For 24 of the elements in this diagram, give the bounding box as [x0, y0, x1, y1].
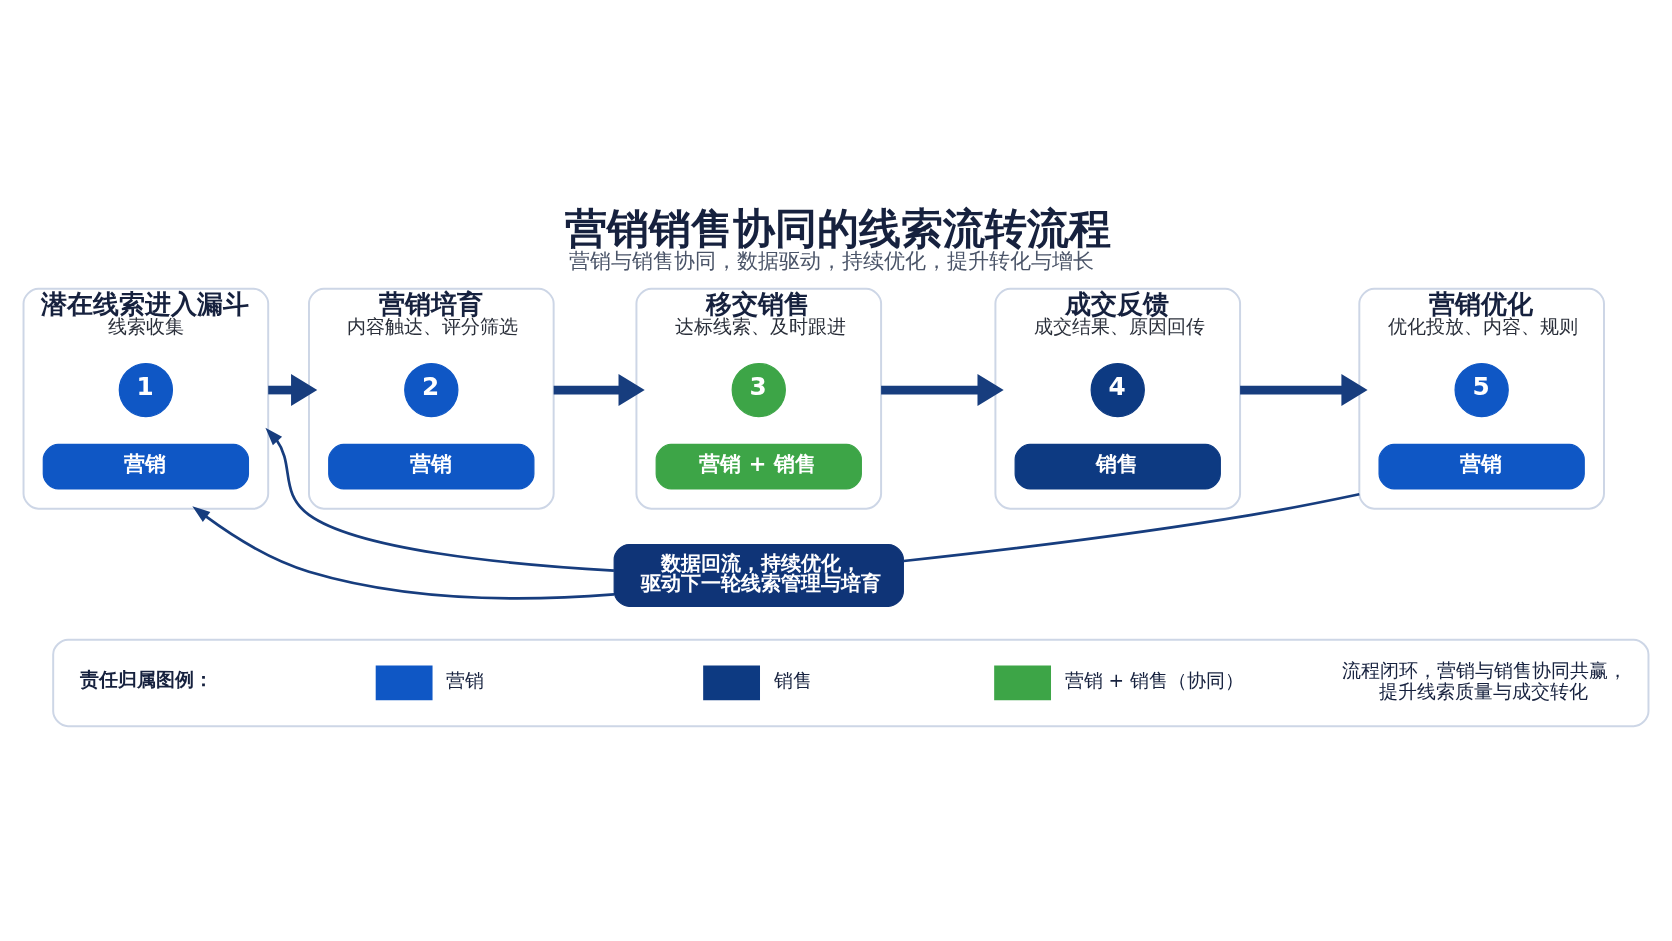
arrow — [553, 373, 645, 406]
node-box: 营销 + 销售 — [655, 443, 862, 490]
node-circle: 4 — [1090, 362, 1145, 417]
node-box — [52, 638, 1650, 727]
arrow — [265, 427, 614, 572]
node-circle: 1 — [118, 362, 174, 417]
label: 责任归属图例： — [80, 668, 214, 690]
legend-label: 销售 — [773, 669, 812, 691]
node-circle: 2 — [404, 362, 459, 417]
arrow — [1240, 373, 1368, 406]
arrow — [192, 505, 615, 600]
node-box: 营销 — [42, 443, 250, 490]
label: 流程闭环，营销与销售协同共赢，提升线索质量与成交转化 — [1342, 659, 1628, 702]
legend-label: 营销 — [446, 669, 485, 691]
connector — [903, 492, 1360, 562]
legend-label: 营销 + 销售（协同） — [1064, 669, 1244, 691]
node-circle: 3 — [731, 362, 786, 417]
arrow — [881, 373, 1004, 406]
node-box: 数据回流，持续优化，驱动下一轮线索管理与培育 — [613, 543, 904, 607]
node-circle: 5 — [1454, 362, 1509, 417]
arrow — [268, 373, 318, 406]
node-box: 营销 — [1378, 443, 1585, 490]
node-box: 营销 — [328, 443, 535, 490]
node-box: 销售 — [1014, 443, 1221, 490]
